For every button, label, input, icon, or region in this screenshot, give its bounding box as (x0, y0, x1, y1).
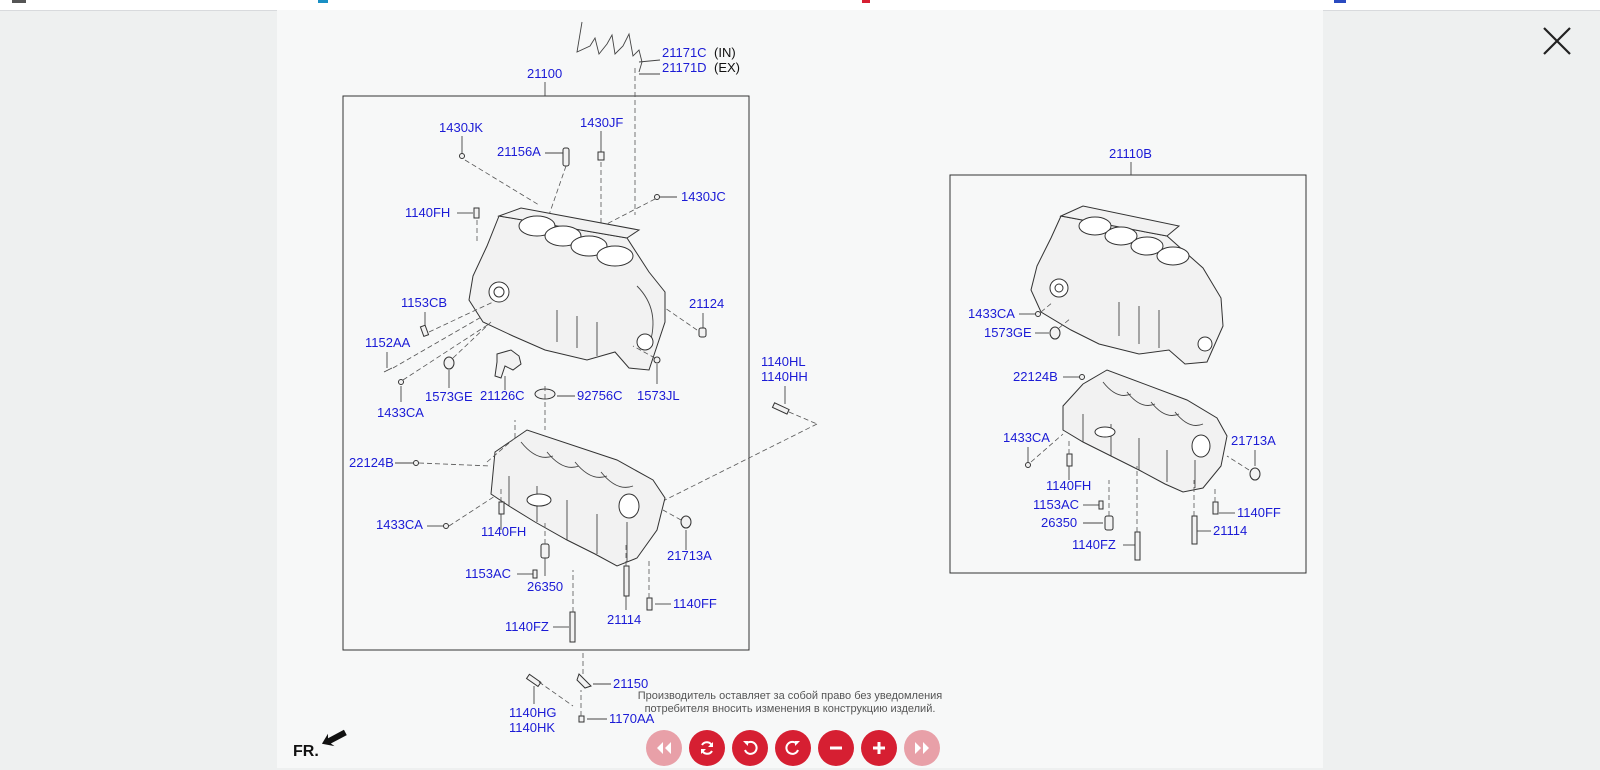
label-21156A[interactable]: 21156A (497, 144, 541, 159)
label-in-suffix: (IN) (714, 45, 736, 60)
first-button[interactable] (646, 730, 682, 766)
label-1140FF[interactable]: 1140FF (673, 596, 717, 611)
label-1140HK[interactable]: 1140HK (509, 720, 555, 735)
right-cylinder-block[interactable] (1030, 205, 1224, 365)
label-21114[interactable]: 21114 (607, 612, 641, 627)
label-92756C[interactable]: 92756C (577, 388, 623, 403)
label-21124[interactable]: 21124 (689, 296, 724, 311)
label-1140FH-top[interactable]: 1140FH (405, 205, 450, 220)
label-1170AA[interactable]: 1170AA (609, 711, 655, 726)
minus-icon (830, 746, 842, 750)
refresh-icon (701, 741, 713, 755)
rotate-left-button[interactable] (732, 730, 768, 766)
plus-icon (873, 742, 885, 754)
front-direction-indicator: FR. (293, 729, 347, 760)
parts-diagram: 21100 21171C (IN) 21171D (EX) 1430JK 143… (293, 21, 1307, 760)
label-1433CA-low[interactable]: 1433CA (376, 517, 423, 532)
label-1140FH-low[interactable]: 1140FH (481, 524, 526, 539)
right-lower-crankcase[interactable] (1062, 369, 1228, 493)
rotate-right-button[interactable] (775, 730, 811, 766)
right-group-frame (949, 174, 1307, 574)
label-r-1140FH[interactable]: 1140FH (1046, 478, 1091, 493)
upper-cylinder-block[interactable] (468, 207, 666, 371)
label-r-1153AC[interactable]: 1153AC (1033, 497, 1079, 512)
label-ex-suffix: (EX) (714, 60, 740, 75)
label-21150[interactable]: 21150 (613, 676, 648, 691)
svg-text:FR.: FR. (293, 743, 319, 760)
label-1140HL[interactable]: 1140HL (761, 354, 806, 369)
label-22124B[interactable]: 22124B (349, 455, 394, 470)
rotate-ccw-icon (743, 740, 758, 755)
label-21171C[interactable]: 21171C (662, 45, 707, 60)
label-r-1140FZ[interactable]: 1140FZ (1072, 537, 1116, 552)
close-button[interactable] (1538, 22, 1576, 60)
label-r-1573GE[interactable]: 1573GE (984, 325, 1032, 340)
label-21171D[interactable]: 21171D (662, 60, 707, 75)
label-1573GE[interactable]: 1573GE (425, 389, 473, 404)
label-21713A[interactable]: 21713A (667, 548, 712, 563)
label-r-21114[interactable]: 21114 (1213, 523, 1247, 538)
last-button[interactable] (904, 730, 940, 766)
label-r-1433CA-low[interactable]: 1433CA (1003, 430, 1050, 445)
label-r-1433CA-top[interactable]: 1433CA (968, 306, 1015, 321)
reset-button[interactable] (689, 730, 725, 766)
label-1140HH[interactable]: 1140HH (761, 369, 808, 384)
close-icon (1543, 27, 1571, 55)
diagram-viewer[interactable]: 21100 21171C (IN) 21171D (EX) 1430JK 143… (277, 10, 1323, 768)
label-1153CB[interactable]: 1153CB (401, 295, 447, 310)
label-1152AA[interactable]: 1152AA (365, 335, 411, 350)
double-chevron-left-icon (657, 742, 671, 754)
label-r-1140FF[interactable]: 1140FF (1237, 505, 1281, 520)
zoom-in-button[interactable] (861, 730, 897, 766)
label-1573JL[interactable]: 1573JL (637, 388, 680, 403)
label-1433CA-top[interactable]: 1433CA (377, 405, 424, 420)
label-1430JC[interactable]: 1430JC (681, 189, 726, 204)
label-r-22124B[interactable]: 22124B (1013, 369, 1058, 384)
label-r-26350[interactable]: 26350 (1041, 515, 1077, 530)
label-21126C[interactable]: 21126C (480, 388, 525, 403)
label-1430JF[interactable]: 1430JF (580, 115, 623, 130)
label-r-21713A[interactable]: 21713A (1231, 433, 1276, 448)
notice-line-1: Производитель оставляет за собой право б… (637, 690, 943, 702)
rotate-cw-icon (785, 740, 800, 755)
label-1140HG[interactable]: 1140HG (509, 705, 556, 720)
lower-crankcase[interactable] (490, 429, 666, 567)
viewer-controls (646, 730, 940, 766)
left-group-frame (342, 95, 750, 651)
label-21100[interactable]: 21100 (527, 66, 562, 81)
notice-line-2: потребителя вносить изменения в конструк… (644, 703, 936, 715)
label-21110B[interactable]: 21110B (1109, 146, 1152, 161)
label-1153AC[interactable]: 1153AC (465, 566, 511, 581)
double-chevron-right-icon (915, 742, 929, 754)
label-1430JK[interactable]: 1430JK (439, 120, 483, 135)
manufacturer-notice: Производитель оставляет за собой право б… (620, 690, 960, 716)
zoom-out-button[interactable] (818, 730, 854, 766)
label-1140FZ[interactable]: 1140FZ (505, 619, 549, 634)
label-26350[interactable]: 26350 (527, 579, 563, 594)
